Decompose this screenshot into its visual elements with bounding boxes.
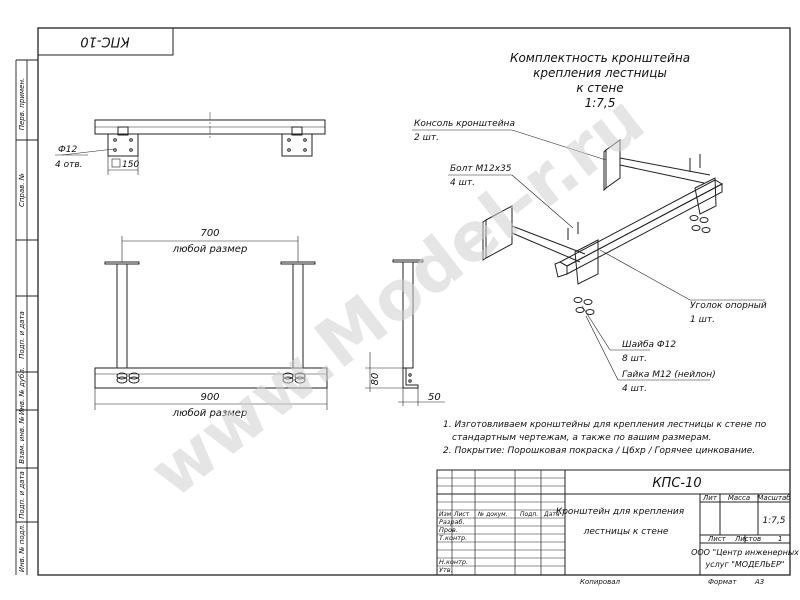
hole-dia: Ф12 bbox=[58, 145, 77, 155]
hdr-date: Дата bbox=[543, 511, 560, 518]
nut-qty: 4 шт. bbox=[622, 384, 647, 394]
stamp-code: КПС-10 bbox=[652, 476, 701, 491]
col-lit: Лит bbox=[702, 494, 718, 502]
col-scale: Масштаб bbox=[757, 494, 791, 502]
title-line3: к стене bbox=[576, 81, 623, 95]
hdr-sign: Подп. bbox=[520, 511, 538, 518]
sheet-label: Лист bbox=[707, 535, 727, 543]
dim-150: 150 bbox=[122, 160, 139, 170]
side-label-4: Инв. № дубл. bbox=[18, 367, 26, 415]
code-box bbox=[37, 27, 174, 56]
side-view bbox=[365, 259, 445, 406]
col-mass: Масса bbox=[728, 494, 750, 502]
angle-qty: 1 шт. bbox=[690, 315, 715, 325]
format-label: Формат bbox=[708, 578, 737, 586]
stamp-scale: 1:7,5 bbox=[762, 516, 785, 526]
note-line2: стандартным чертежам, а также по вашим р… bbox=[452, 433, 712, 443]
stamp-name-1: Кронштейн для крепления bbox=[556, 507, 685, 517]
note-line1: 1. Изготовливаем кронштейны для креплени… bbox=[443, 420, 767, 430]
console-name: Консоль кронштейна bbox=[414, 119, 515, 129]
row-nkontr: Н.контр. bbox=[439, 558, 468, 566]
side-label-3: Подп. и дата bbox=[18, 311, 26, 359]
hdr-izm: Изм bbox=[439, 511, 452, 518]
hdr-doc: № докум. bbox=[477, 511, 508, 518]
row-razrab: Разраб. bbox=[439, 518, 465, 526]
hdr-list: Лист bbox=[453, 511, 470, 518]
front-view bbox=[94, 236, 328, 410]
isometric-assembly bbox=[412, 129, 765, 381]
row-tkontr: Т.контр. bbox=[439, 534, 467, 542]
title-block: Комплектность кронштейна крепления лестн… bbox=[510, 51, 690, 110]
side-label-6: Подп. и дата bbox=[18, 471, 26, 519]
rotated-code: КПС-10 bbox=[80, 34, 129, 49]
org-line1: ООО "Центр инженерных bbox=[691, 548, 799, 557]
title-line2: крепления лестницы bbox=[533, 66, 667, 80]
washer-name: Шайба Ф12 bbox=[622, 340, 676, 350]
side-label-5: Взам. инв. № bbox=[18, 416, 26, 464]
bolt-qty: 4 шт. bbox=[450, 178, 475, 188]
bolt-name: Болт М12х35 bbox=[450, 164, 512, 174]
side-label-1: Перв. примен. bbox=[18, 78, 26, 131]
angle-name: Уголок опорный bbox=[690, 301, 767, 311]
format-value: А3 bbox=[754, 578, 764, 586]
side-label-2: Справ. № bbox=[18, 173, 26, 207]
stamp-name-2: лестницы к стене bbox=[583, 527, 669, 537]
dim-700: 700 bbox=[200, 228, 219, 239]
nut-name: Гайка М12 (нейлон) bbox=[622, 370, 716, 380]
side-label-7: Инв. № подл. bbox=[18, 524, 26, 572]
drawing-frame bbox=[37, 27, 791, 576]
washer-qty: 8 шт. bbox=[622, 354, 647, 364]
row-prov: Пров. bbox=[439, 526, 458, 534]
console-qty: 2 шт. bbox=[414, 133, 439, 143]
sheets-value: 1 bbox=[778, 535, 782, 543]
title-line1: Комплектность кронштейна bbox=[510, 51, 690, 65]
dim-80: 80 bbox=[370, 373, 381, 386]
note-line3: 2. Покрытие: Порошковая покраска / Ц6хр … bbox=[443, 446, 755, 456]
dim-50: 50 bbox=[428, 392, 441, 403]
dim-900-note: любой размер bbox=[172, 407, 248, 419]
hole-count: 4 отв. bbox=[55, 160, 83, 170]
org-line2: услуг "МОДЕЛЬЕР" bbox=[705, 560, 785, 569]
title-stamp bbox=[436, 469, 791, 576]
dim-700-note: любой размер bbox=[172, 243, 248, 255]
sheets-label: Листов bbox=[734, 535, 761, 543]
row-utv: Утв. bbox=[439, 566, 453, 574]
top-view bbox=[55, 112, 326, 175]
dim-900: 900 bbox=[200, 392, 219, 403]
title-scale: 1:7,5 bbox=[585, 96, 616, 110]
side-stamp bbox=[15, 59, 38, 575]
copied-label: Копировал bbox=[580, 578, 621, 586]
